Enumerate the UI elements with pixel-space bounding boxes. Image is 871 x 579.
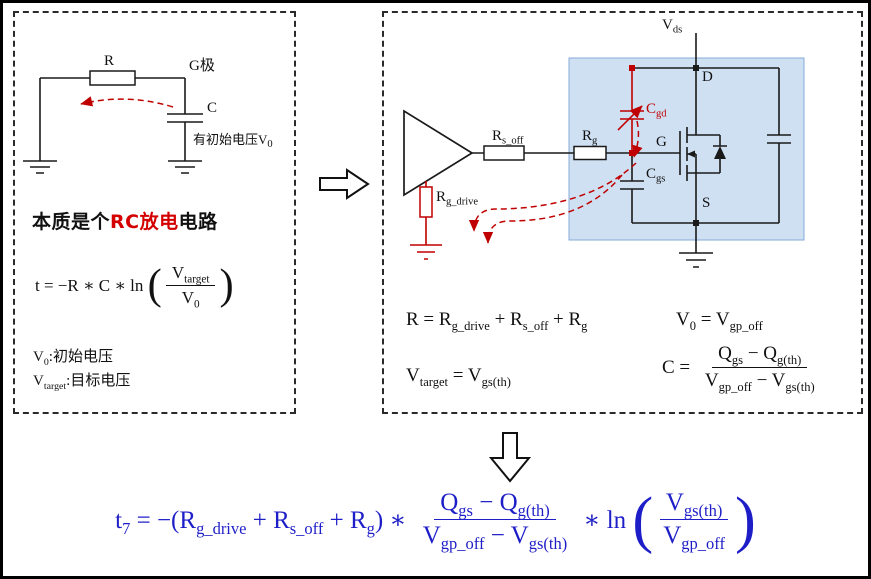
variable-cap-arrow xyxy=(617,105,643,131)
v0-definition: V0:初始电压 xyxy=(33,349,113,368)
gate-driver-triangle xyxy=(403,109,474,197)
charge-voltage-fraction: Qgs − Qg(th)Vgp_off − Vgs(th) xyxy=(699,343,821,394)
source-ground-icon xyxy=(679,252,713,268)
gate-pole-label: G极 xyxy=(189,57,215,74)
junction-dot-drain xyxy=(693,65,699,71)
resistor-rg xyxy=(573,145,607,161)
vtarget-mapping-formula: Vtarget = Vgs(th) xyxy=(406,365,511,389)
turn-off-delay-formula: t7 = −(Rg_drive + Rs_off + Rg) ∗ Qgs − Q… xyxy=(3,483,868,556)
essence-suffix: 电路 xyxy=(178,211,218,233)
formula-lead: C = xyxy=(662,356,695,378)
discharge-path-arrow-1 xyxy=(468,162,637,232)
resistor-r-label: R xyxy=(104,53,114,69)
essence-highlight: RC放电 xyxy=(110,211,179,233)
denominator: V0 xyxy=(181,288,200,311)
rc-circuit-panel: R G极 C 有初始电压V0 本质是个RC放电电路 t = −R ∗ C ∗ l… xyxy=(13,11,296,414)
essence-prefix: 本质是个 xyxy=(32,211,111,233)
mosfet-circuit-panel: Vds D G S Rs_off Rg Rg_drive Cgd Cgs R =… xyxy=(382,11,863,414)
initial-voltage-note: 有初始电压V0 xyxy=(193,132,273,150)
rc-wires xyxy=(39,77,186,161)
cgs-label: Cgs xyxy=(646,166,665,185)
discharge-path-arrow xyxy=(80,96,174,108)
numerator: Vgs(th) xyxy=(659,489,729,520)
source-label: S xyxy=(702,195,710,211)
numerator: Qgs − Qg(th) xyxy=(434,489,556,520)
down-arrow-icon xyxy=(489,432,531,483)
mosfet-circuit-diagram: Vds D G S Rs_off Rg Rg_drive Cgd Cgs xyxy=(403,17,805,268)
numerator: Qgs − Qg(th) xyxy=(712,343,808,368)
open-paren: ( xyxy=(632,483,654,556)
mosfet-body-arrow xyxy=(687,150,695,158)
close-paren: ) xyxy=(735,483,756,556)
vtarget-definition: Vtarget:目标电压 xyxy=(33,373,131,392)
voltage-ratio-fraction: Vgs(th)Vgp_off xyxy=(657,489,731,553)
variable-definitions: V0:初始电压 Vtarget:目标电压 xyxy=(33,345,130,393)
drain-label: D xyxy=(702,69,713,85)
ground-left-icon xyxy=(23,160,57,174)
ground-right-icon xyxy=(168,160,202,174)
cgd-label: Cgd xyxy=(646,101,667,120)
right-arrow-icon xyxy=(319,168,370,200)
close-paren: ) xyxy=(219,260,234,309)
essence-caption: 本质是个RC放电电路 xyxy=(32,207,218,234)
gate-label: G xyxy=(656,134,667,150)
driver-ground-icon xyxy=(410,244,442,260)
open-paren: ( xyxy=(147,260,162,309)
capacitor-c xyxy=(167,113,203,123)
resistor-rs-off xyxy=(483,145,525,161)
capacitor-c-label: C xyxy=(207,100,217,116)
formula-lead: t = −R ∗ C ∗ ln xyxy=(35,275,148,295)
rs-off-label: Rs_off xyxy=(492,128,524,147)
denominator: Vgp_off − Vgs(th) xyxy=(422,522,568,553)
rg-drive-label: Rg_drive xyxy=(436,189,478,208)
body-diode-icon xyxy=(714,146,726,159)
numerator: Vtarget xyxy=(165,263,216,286)
denominator: Vgp_off xyxy=(663,522,725,553)
v0-mapping-formula: V0 = Vgp_off xyxy=(676,309,763,333)
junction-dot-cgd-top xyxy=(629,65,635,71)
capacitance-formula: C = Qgs − Qg(th)Vgp_off − Vgs(th) xyxy=(662,343,825,394)
denominator: Vgp_off − Vgs(th) xyxy=(704,370,815,394)
resistor-rg-drive xyxy=(419,186,433,218)
formula-lead: t7 = −(Rg_drive + Rs_off + Rg) ∗ xyxy=(115,506,413,538)
charge-voltage-fraction: Qgs − Qg(th)Vgp_off − Vgs(th) xyxy=(417,489,573,553)
resistance-sum-formula: R = Rg_drive + Rs_off + Rg xyxy=(406,309,588,333)
junction-dot-source xyxy=(693,220,699,226)
discharge-path-arrow-2 xyxy=(482,174,623,244)
rg-label: Rg xyxy=(582,128,598,147)
formula-mid: ∗ ln xyxy=(577,506,633,534)
junction-dot-gate xyxy=(629,150,635,156)
rc-circuit-diagram: R G极 C 有初始电压V0 xyxy=(23,53,273,174)
resistor-r xyxy=(89,70,136,86)
vds-label: Vds xyxy=(662,17,682,36)
